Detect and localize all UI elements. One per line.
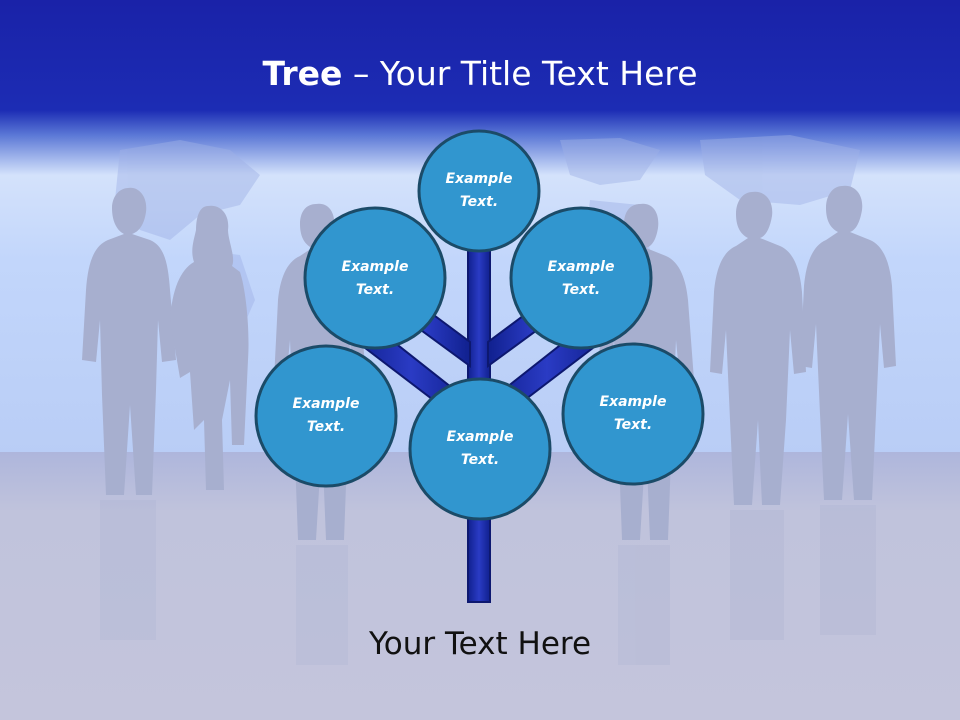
silhouette-reflection [100, 500, 876, 665]
tree-nodes [254, 129, 705, 521]
title-dash: – [342, 54, 380, 93]
slide-title: Tree – Your Title Text Here [0, 54, 960, 94]
node-top-label: Example Text. [419, 168, 539, 214]
node-label-line2: Text. [306, 419, 346, 435]
node-label-line1: Example [599, 394, 667, 410]
node-lower-right [561, 342, 705, 486]
node-top [417, 129, 541, 253]
node-lower-left [254, 344, 398, 488]
node-upper-right-label: Example Text. [521, 256, 641, 302]
node-center-label: Example Text. [420, 426, 540, 472]
node-label-line1: Example [341, 259, 409, 275]
node-label-line2: Text. [613, 417, 653, 433]
node-lower-right-label: Example Text. [573, 391, 693, 437]
title-bar: Tree – Your Title Text Here [0, 0, 960, 128]
node-label-line1: Example [292, 396, 360, 412]
node-center [408, 377, 552, 521]
node-label-line2: Text. [459, 194, 499, 210]
node-upper-right [509, 206, 653, 350]
node-label-line1: Example [446, 429, 514, 445]
node-label-line1: Example [445, 171, 513, 187]
node-lower-left-label: Example Text. [266, 393, 386, 439]
footer-text: Your Text Here [368, 626, 592, 662]
node-upper-left-label: Example Text. [315, 256, 435, 302]
node-label-line2: Text. [460, 452, 500, 468]
node-label-line2: Text. [355, 282, 395, 298]
title-rest: Your Title Text Here [379, 54, 698, 93]
title-bold: Tree [262, 54, 343, 93]
node-label-line1: Example [547, 259, 615, 275]
node-label-line2: Text. [561, 282, 601, 298]
node-upper-left [303, 206, 447, 350]
